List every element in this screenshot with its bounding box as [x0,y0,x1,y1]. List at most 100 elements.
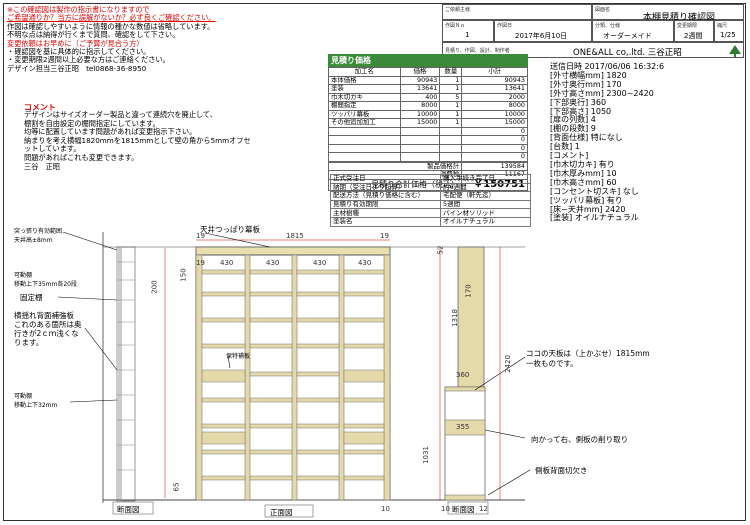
shelf-board [249,423,293,429]
spec-line: [下部奥行] 360 [550,97,607,107]
category-value: オーダーメイド [603,32,652,40]
note-line: 作図は確認しやすいように情報の種かな数値は省略しています。 [7,21,215,31]
no-value: 1 [465,31,470,39]
ceiling-panel-label: 天井つっぱり幕板 [200,225,260,234]
spec-line: [外寸高さmm] 2300~2420 [550,88,654,98]
dim-430-4: 430 [358,259,372,267]
dim-10-b: 10 [441,505,450,513]
note-line: 変更依頼はお早めに（ご予算が見合う方） [7,38,144,48]
back-brace-panel [201,431,246,445]
shelf-board [249,397,293,403]
shelf-board [201,291,246,297]
spec-line: [巾木切カキ] 有り [550,159,615,169]
date-value: 2017年6月10日 [515,32,568,40]
shelf-board [296,343,340,349]
shelf-board [343,343,385,349]
dim-430-1: 430 [220,259,234,267]
note-line: 不明な点は納得が行くまで質問、確認をして下さい。 [7,30,180,40]
spec-line: [外寸横幅mm] 1820 [550,70,627,80]
comment-line: 棚割を自由設定の棚間指定にしています。 [24,118,160,128]
shelf-board [296,269,340,275]
shelf-board [249,475,293,481]
side-cut-label: 向かって右、側板の削り取り [531,435,629,444]
shelf-board [201,343,246,349]
customer-cell: ご依頼主様 [442,4,592,20]
shelf-board [343,269,385,275]
shelf-board [343,317,385,323]
dim-1318: 1318 [450,309,459,327]
shelf-board [201,475,246,481]
comment-line: デザインはサイズオーダー製品と違って連続穴を廃止して、 [24,110,217,119]
dim-430-3: 430 [313,259,327,267]
cross-brace-label: 横揺れ背面補強板 これのある箇所は奥 行きが2ｃｍ浅くな ります。 [14,311,82,347]
movable-shelf-label-1: 可動棚 移動上下35mm各20段 [14,272,77,288]
comment-body: デザインはサイズオーダー製品と違って連続穴を廃止して、棚割を自由設定の棚間指定に… [24,110,264,171]
period-label: 変更期限 [677,23,698,29]
shelf-board [343,423,385,429]
dim-width: 1815 [286,232,304,240]
spec-line: [ツッパリ幕板] 有り [550,195,623,205]
shelf-board [296,397,340,403]
spec-line: [背面仕様] 特になし [550,133,623,143]
shelf-board [296,371,340,377]
reinforce-label: 保特補板 [226,353,251,360]
dim-150: 150 [179,268,188,282]
note-line: ・変更期限2週間以上必要な方はご連絡ください。 [7,55,170,65]
shelf-board [249,343,293,349]
shelf-board [296,423,340,429]
drawing-label: 図面名 [595,7,611,13]
shelf-board [296,449,340,455]
dim-top-19: 19 [196,232,205,240]
spec-line: [巾木高さmm] 60 [550,177,617,187]
dim-355: 355 [456,423,470,431]
comment-line: 均等に配置しています問題があれば変更指示下さい。 [24,127,197,137]
order-value: オイルナチュラル [440,216,531,227]
spec-line: [外寸奥行mm] 170 [550,79,622,89]
period-value: 2週間 [684,32,703,40]
shelf-board [343,475,385,481]
back-brace-panel [343,431,385,445]
top-plate-label: ココの天板は（上かぶせ）1815mm 一枚ものです。 [526,349,650,368]
spec-line: [コメント] [550,151,589,161]
comment-line: ットしています。 [24,144,81,154]
dim-170: 170 [464,284,473,298]
dim-12: 12 [479,505,488,513]
shelf-board [201,397,246,403]
dim-52: 52 [436,245,445,255]
right-upper-section [457,246,485,388]
quote-cell: 0 [461,152,528,162]
page-frame [3,3,746,521]
shelf-board [296,317,340,323]
maker-cell: 見積り、作図、設計、制作者 ONE&ALL co,.ltd. 三谷正昭 [442,42,744,58]
shelf-board [296,475,340,481]
back-cut-label: 側板背面切欠き [535,466,588,475]
back-brace-panel [201,369,246,383]
spec-list: 送信日時 2017/06/06 16:32:6[外寸横幅mm] 1820[外寸奥… [550,62,664,223]
title-block: ご依頼主様 図面名 本棚見積り確認図 作図Ｎｏ 1 作図日 2017年6月10日… [442,4,744,58]
drawing-name: 本棚見積り確認図 [643,13,716,23]
spec-line: [巾木厚みmm] 10 [550,168,617,178]
maker-label: 見積り、作図、設計、制作者 [445,48,510,54]
dim-1031: 1031 [421,446,430,464]
dim-360: 360 [456,371,470,379]
quote-header: 見積り価格 [328,54,528,67]
quote-row: 0 [328,152,528,162]
notes-block: ※この確認図は製作の指示書になりますのでご希望通りか？当方に誤解がないか？必ず良… [7,5,272,73]
quote-cell [439,152,463,162]
note-line: ・確認図を基に具体的に指示してください。 [7,47,151,57]
shelf-board [201,317,246,323]
spec-line: [塗装] オイルナチュラル [550,213,639,223]
date-cell: 作図日 2017年6月10日 [494,20,592,42]
no-label: 作図Ｎｏ [445,23,466,29]
shelf-board [249,449,293,455]
scale-value: 1/25 [720,31,736,39]
spec-line: [下部高さ] 1050 [550,106,612,116]
category-label: 分類、仕様 [595,23,621,29]
dim-10-a: 10 [381,505,390,513]
shelf-board [249,371,293,377]
back-brace-panel [343,369,385,383]
shelf-board [343,397,385,403]
